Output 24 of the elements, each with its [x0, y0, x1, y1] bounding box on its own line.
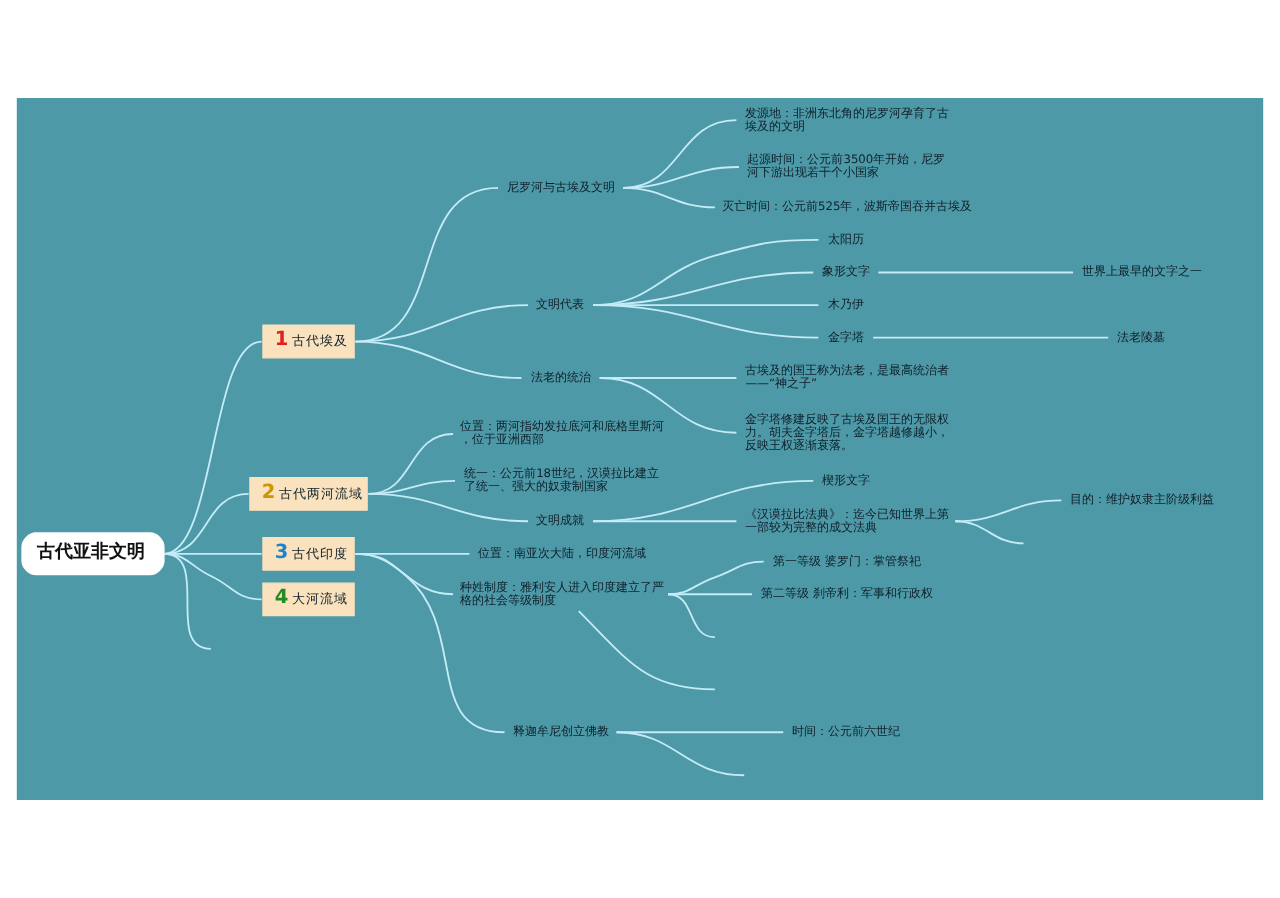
- connector: [592, 304, 820, 339]
- connector: [615, 731, 746, 777]
- connector: [592, 520, 738, 523]
- connector: [163, 340, 263, 555]
- connector: [615, 731, 785, 734]
- connector: [163, 552, 212, 650]
- connector: [354, 304, 529, 343]
- connector: [354, 552, 506, 734]
- connector: [577, 610, 716, 691]
- connector: [163, 493, 250, 555]
- connector: [667, 593, 753, 596]
- connector: [954, 520, 1025, 545]
- connector: [667, 560, 765, 596]
- connector: [954, 499, 1063, 523]
- connector: [622, 186, 716, 209]
- connector: [354, 340, 523, 379]
- connector: [598, 377, 738, 434]
- connector: [872, 336, 1110, 339]
- connector: [667, 593, 716, 639]
- connector: [877, 271, 1074, 274]
- connector: [367, 493, 529, 523]
- connector: [592, 480, 815, 523]
- connector: [354, 186, 499, 343]
- node-box: 古代亚非文明: [21, 532, 165, 576]
